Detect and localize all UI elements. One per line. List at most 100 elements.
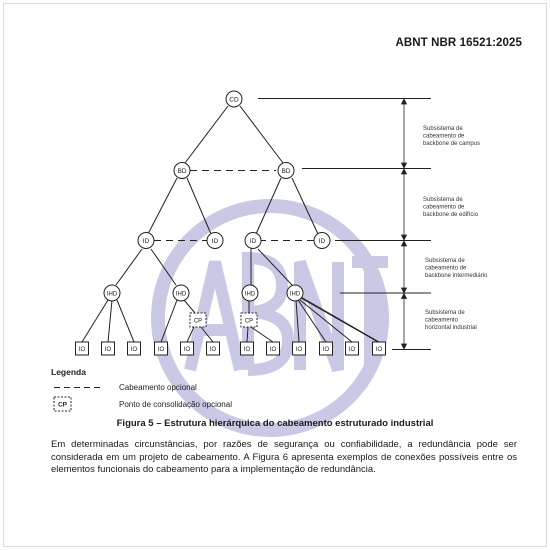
legend-optional-cabling: Cabeamento opcional — [119, 383, 197, 392]
link-ihd-io — [116, 299, 135, 343]
legend-cp-symbol — [53, 396, 72, 412]
bd-node — [173, 162, 191, 179]
link-ihd-cp — [183, 299, 196, 314]
link-ihd-io — [300, 296, 380, 343]
io-box — [101, 341, 115, 356]
io-label: IO — [158, 347, 165, 353]
cp-node — [240, 312, 258, 328]
id-label: ID — [319, 238, 326, 245]
ihd-node — [241, 284, 259, 302]
ihd-label: IHD — [107, 291, 118, 297]
cp-node — [189, 312, 207, 328]
body-paragraph: Em determinadas circunstâncias, por razõ… — [51, 439, 517, 476]
arrow-head — [400, 287, 408, 294]
io-label: IO — [105, 347, 112, 353]
watermark-letter — [184, 260, 246, 372]
tree-connections — [81, 105, 380, 343]
ihd-node — [172, 284, 190, 302]
link-ihd-io — [299, 299, 353, 343]
watermark-ring — [151, 199, 389, 437]
arrow-head — [400, 168, 408, 175]
bd-label: BD — [281, 168, 290, 175]
optional-cabling — [154, 170, 314, 241]
cd-label: CD — [229, 97, 239, 104]
link-ihd-io — [160, 299, 178, 343]
id-label: ID — [250, 238, 257, 245]
io-label: IO — [270, 347, 277, 353]
link-id-ihd — [257, 248, 293, 286]
io-box — [180, 341, 194, 356]
legend-cp-label: CP — [58, 402, 68, 409]
ihd-label: IHD — [290, 291, 301, 297]
cp-label: CP — [194, 319, 202, 325]
figure-caption: Figura 5 – Estrutura hierárquica do cabe… — [116, 418, 434, 429]
bd-label: BD — [177, 168, 186, 175]
io-box — [292, 341, 306, 356]
io-box — [206, 341, 220, 356]
link-cp-io — [250, 326, 274, 343]
link-bd-id — [291, 177, 319, 235]
standard-header: ABNT NBR 16521:2025 — [395, 37, 522, 49]
watermark-letter — [294, 260, 344, 372]
watermark-letter — [352, 256, 388, 370]
bd-node — [277, 162, 295, 179]
io-box — [127, 341, 141, 356]
arrow-head — [400, 162, 408, 169]
io-label: IO — [376, 347, 383, 353]
io-label: IO — [323, 347, 330, 353]
cp-label: CP — [245, 319, 253, 325]
id-label: ID — [143, 238, 150, 245]
legend-title: Legenda — [51, 367, 86, 377]
io-box — [345, 341, 359, 356]
io-box — [75, 341, 89, 356]
id-node — [313, 232, 331, 249]
ihd-label: IHD — [245, 291, 256, 297]
page-frame — [3, 3, 547, 547]
arrow-head — [400, 292, 408, 299]
arrow-head — [400, 234, 408, 241]
io-box — [154, 341, 168, 356]
io-label: IO — [210, 347, 217, 353]
link-bd-id — [255, 177, 282, 235]
legend-consolidation-point: Ponto de consolidação opcional — [119, 400, 232, 409]
ihd-node — [103, 284, 121, 302]
link-bd-id — [147, 177, 178, 235]
arrow-head — [400, 240, 408, 247]
legend: Legenda Cabeamento opcional CP Ponto de … — [51, 367, 232, 412]
link-ihd-io — [107, 299, 113, 343]
io-box — [266, 341, 280, 356]
link-cp-io — [186, 326, 195, 343]
io-label: IO — [131, 347, 138, 353]
node-group: CD BD BD ID ID ID ID IHD IHD IHD IHD CP … — [103, 90, 331, 328]
link-cd-bd — [239, 105, 284, 164]
io-label: IO — [349, 347, 356, 353]
arrow-head — [400, 98, 408, 105]
io-box — [372, 341, 386, 356]
cd-node — [225, 90, 243, 108]
link-bd-id — [186, 177, 212, 235]
ihd-label: IHD — [176, 291, 187, 297]
io-label: IO — [296, 347, 303, 353]
level-separators — [258, 98, 431, 350]
id-node — [206, 232, 224, 249]
id-node — [137, 232, 155, 249]
link-ihd-io — [295, 299, 300, 343]
io-label: IO — [244, 347, 251, 353]
link-cp-io — [200, 326, 214, 343]
arrow-head — [400, 343, 408, 350]
link-ihd-io — [300, 297, 379, 343]
link-ihd-io — [81, 299, 109, 343]
io-box — [240, 341, 254, 356]
io-box — [319, 341, 333, 356]
id-label: ID — [212, 238, 219, 245]
link-id-ihd — [115, 248, 143, 286]
link-cp-io — [246, 326, 249, 343]
io-label: IO — [184, 347, 191, 353]
